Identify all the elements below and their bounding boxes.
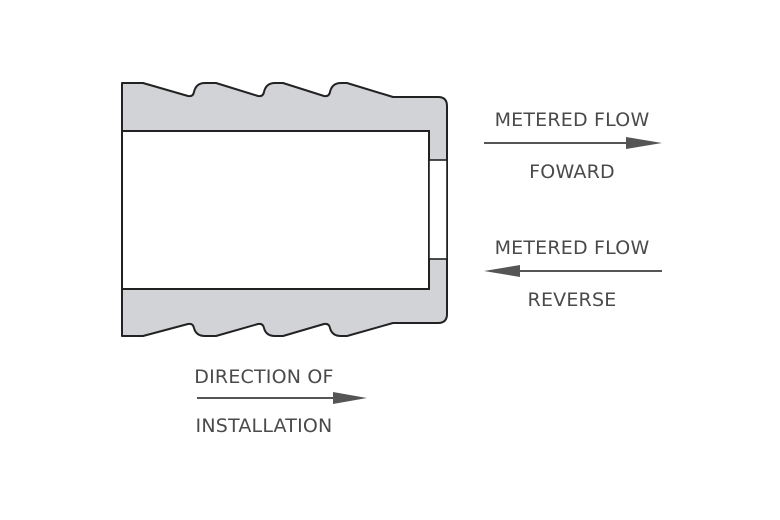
installation-arrow-head: [333, 392, 367, 404]
forward-flow-arrow-head: [626, 137, 662, 149]
reverse-flow-label: METERED FLOW: [495, 237, 650, 259]
fitting-bore: [121, 130, 430, 290]
forward-direction-label: FOWARD: [529, 161, 615, 183]
installation-direction-label: DIRECTION OF: [194, 366, 333, 388]
forward-flow-label: METERED FLOW: [495, 109, 650, 131]
reverse-direction-label: REVERSE: [528, 289, 617, 311]
reverse-flow-arrow-head: [484, 265, 520, 277]
installation-label: INSTALLATION: [196, 415, 333, 437]
metering-orifice: [428, 159, 448, 260]
